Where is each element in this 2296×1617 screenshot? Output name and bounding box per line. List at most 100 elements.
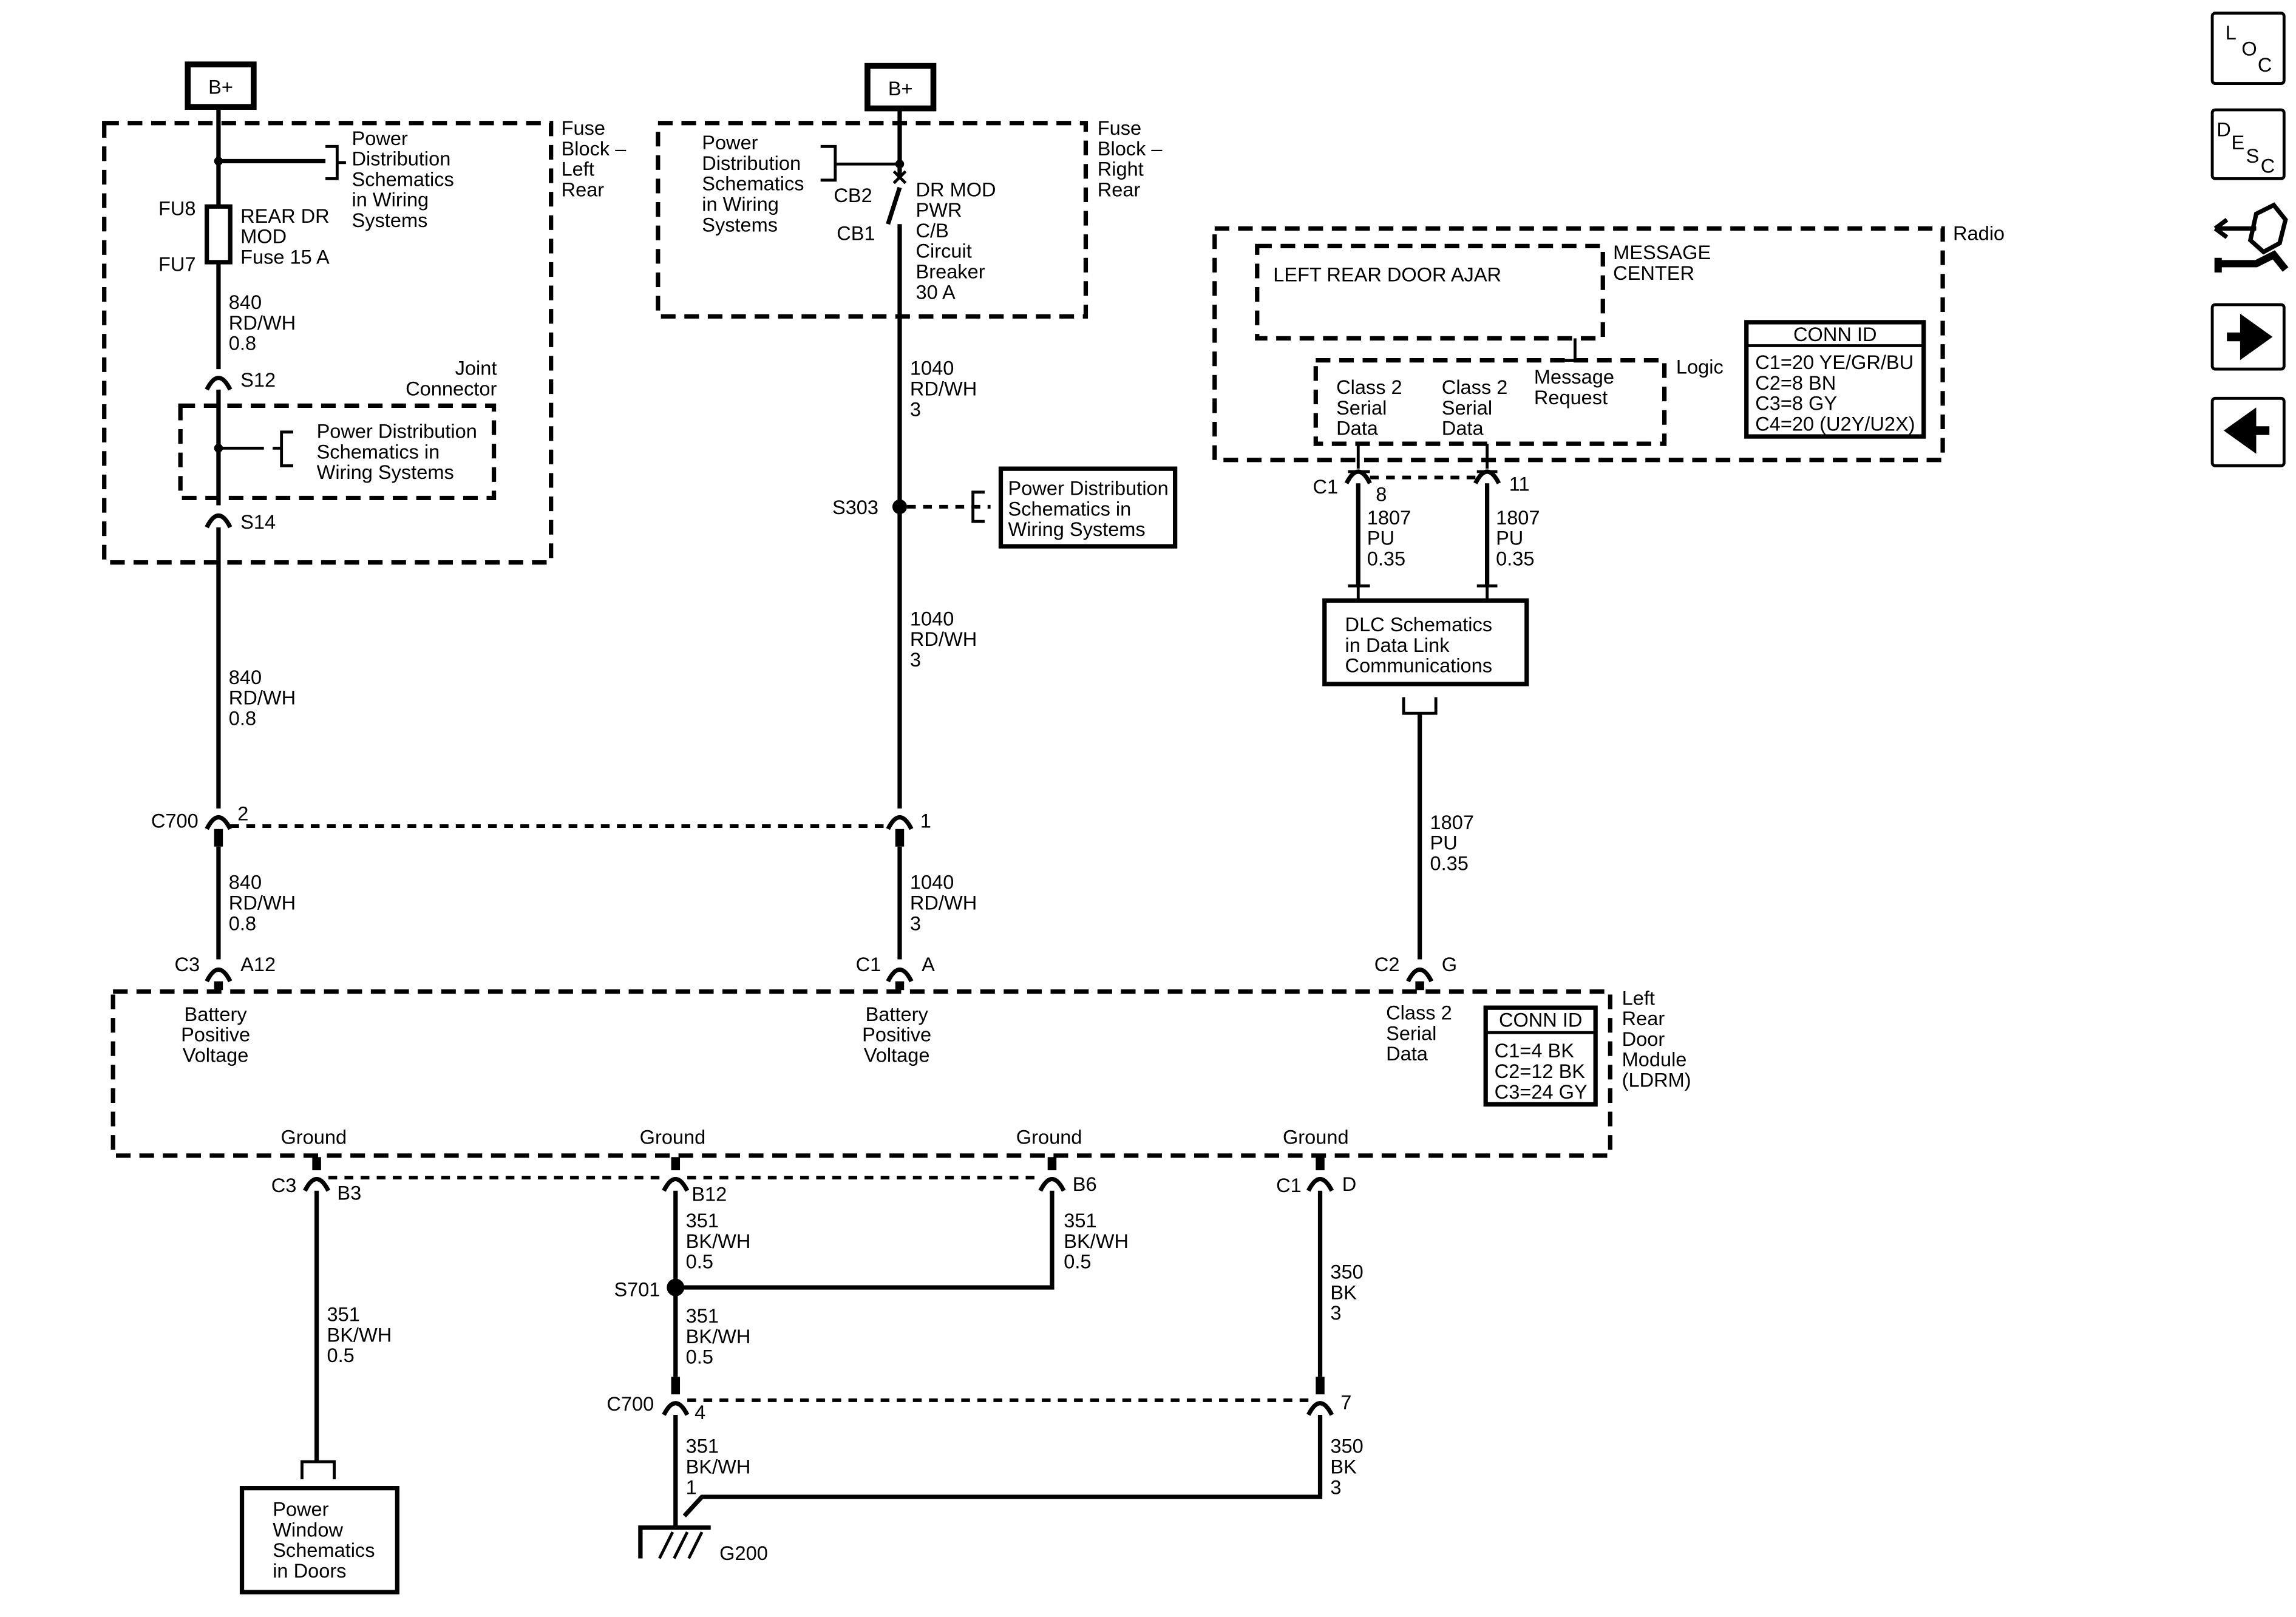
wire-351-label-b12: 351 BK/WH 0.5 (686, 1210, 751, 1273)
svg-text:351: 351 (686, 1305, 719, 1327)
svg-text:Ground: Ground (1283, 1127, 1349, 1148)
svg-text:in Wiring: in Wiring (352, 189, 429, 211)
svg-text:Voltage: Voltage (183, 1044, 249, 1066)
svg-text:Ground: Ground (280, 1127, 347, 1148)
svg-text:C1=4 BK: C1=4 BK (1495, 1040, 1575, 1062)
svg-text:Block –: Block – (1098, 138, 1163, 160)
wire-1807-label-c: 1807 PU 0.35 (1430, 812, 1474, 875)
splice-s701 (667, 1278, 685, 1297)
svg-text:Fuse: Fuse (1098, 117, 1141, 139)
svg-text:1: 1 (920, 810, 931, 832)
svg-text:Ground: Ground (1016, 1127, 1082, 1148)
svg-text:Data: Data (1442, 418, 1484, 439)
radio-conn-id-box (1744, 320, 1926, 439)
breaker-rating-label: DR MOD PWR C/B Circuit Breaker 30 A (916, 178, 996, 303)
svg-text:0.8: 0.8 (229, 333, 256, 354)
svg-text:4: 4 (695, 1402, 705, 1423)
svg-text:Positive: Positive (181, 1024, 250, 1046)
svg-text:BK/WH: BK/WH (327, 1324, 392, 1346)
svg-text:B+: B+ (208, 76, 233, 98)
svg-text:C/B: C/B (916, 220, 949, 242)
joint-connector-box (178, 403, 497, 501)
message-center-label: MESSAGE CENTER (1613, 242, 1711, 284)
svg-text:C2=12 BK: C2=12 BK (1495, 1060, 1586, 1082)
class2-serial-label-2: Class 2 Serial Data (1442, 376, 1508, 439)
svg-text:Rear: Rear (1098, 178, 1141, 200)
g200-label: G200 (719, 1542, 768, 1564)
svg-text:Battery: Battery (185, 1003, 248, 1025)
svg-text:351: 351 (327, 1304, 359, 1326)
previous-page-button[interactable] (2210, 396, 2286, 467)
svg-text:C1: C1 (856, 954, 881, 975)
svg-text:Ground: Ground (640, 1127, 706, 1148)
svg-text:BK: BK (1330, 1456, 1357, 1478)
connector-end-view-icon[interactable] (2213, 202, 2289, 273)
logic-label: Logic (1676, 356, 1724, 378)
next-page-button[interactable] (2210, 303, 2286, 371)
svg-text:RD/WH: RD/WH (229, 312, 296, 334)
loc-letter: O (2241, 38, 2257, 60)
svg-text:0.35: 0.35 (1430, 852, 1469, 874)
svg-text:Power Distribution: Power Distribution (1008, 478, 1169, 500)
nav-loc-button[interactable]: L O C (2210, 12, 2286, 85)
breaker-contact-top (892, 170, 907, 185)
svg-text:Power Distribution: Power Distribution (317, 420, 477, 442)
ground-g200-symbol (638, 1525, 711, 1559)
svg-text:1: 1 (686, 1476, 697, 1498)
desc-letter: E (2231, 132, 2244, 154)
svg-text:Class 2: Class 2 (1386, 1002, 1452, 1023)
svg-text:351: 351 (1064, 1210, 1096, 1232)
wire-351-label-ground: 351 BK/WH 1 (686, 1436, 751, 1499)
cb2-label: CB2 (834, 185, 872, 206)
svg-text:2: 2 (237, 802, 248, 824)
nav-desc-button[interactable]: D E S C (2210, 108, 2286, 180)
svg-text:DLC Schematics: DLC Schematics (1345, 614, 1493, 636)
svg-text:0.5: 0.5 (327, 1344, 354, 1366)
svg-text:Left: Left (1622, 987, 1655, 1009)
svg-text:C2: C2 (1374, 954, 1400, 975)
wire-1807-label-a: 1807 PU 0.35 (1367, 507, 1411, 570)
svg-text:840: 840 (229, 291, 262, 313)
svg-text:Window: Window (273, 1519, 343, 1541)
svg-text:Door: Door (1622, 1028, 1665, 1050)
wire-1040-label-1: 1040 RD/WH 3 (910, 358, 977, 421)
svg-text:8: 8 (1376, 483, 1387, 505)
svg-text:Wiring Systems: Wiring Systems (1008, 518, 1146, 540)
wire-351-label-s701: 351 BK/WH 0.5 (686, 1305, 751, 1368)
ldrm-conn-id-list: C1=4 BK C2=12 BK C3=24 GY (1495, 1040, 1588, 1103)
fuse-block-right-rear-box (656, 121, 1089, 319)
ldrm-conn-id-box (1483, 1005, 1598, 1107)
fuse-block-left-rear-box (102, 121, 554, 565)
fu7-label: FU7 (158, 253, 196, 275)
svg-text:(LDRM): (LDRM) (1622, 1069, 1691, 1091)
svg-text:G: G (1442, 954, 1457, 975)
ground-labels: Ground Ground Ground Ground (280, 1127, 1348, 1148)
wire-840-label-3: 840 RD/WH 0.8 (229, 872, 296, 935)
svg-text:PWR: PWR (916, 199, 962, 221)
svg-text:Connector: Connector (406, 378, 497, 400)
wire-1040-label-3: 1040 RD/WH 3 (910, 872, 977, 935)
c700-label-top: C700 (151, 810, 199, 832)
cb1-label: CB1 (837, 223, 875, 245)
wire-350-label-ground: 350 BK 3 (1330, 1436, 1363, 1499)
svg-text:Communications: Communications (1345, 655, 1493, 677)
splice-s303 (892, 499, 908, 514)
svg-text:Serial: Serial (1442, 397, 1492, 419)
svg-text:B6: B6 (1073, 1173, 1097, 1195)
battery-positive-voltage-1: Battery Positive Voltage (181, 1003, 250, 1066)
svg-text:Request: Request (1534, 387, 1608, 408)
svg-text:CONN ID: CONN ID (1499, 1009, 1582, 1031)
desc-letter: C (2261, 155, 2275, 177)
svg-text:REAR DR: REAR DR (240, 205, 330, 227)
svg-text:Power: Power (702, 132, 758, 154)
svg-text:S701: S701 (614, 1279, 660, 1301)
svg-text:840: 840 (229, 666, 262, 688)
svg-text:Fuse 15 A: Fuse 15 A (240, 246, 330, 268)
wire-840-label-1: 840 RD/WH 0.8 (229, 291, 296, 354)
svg-text:Block –: Block – (562, 138, 627, 160)
pdsw-bracket (325, 144, 346, 180)
svg-text:B12: B12 (691, 1184, 727, 1205)
svg-text:C3: C3 (175, 954, 200, 975)
svg-text:RD/WH: RD/WH (910, 628, 977, 650)
